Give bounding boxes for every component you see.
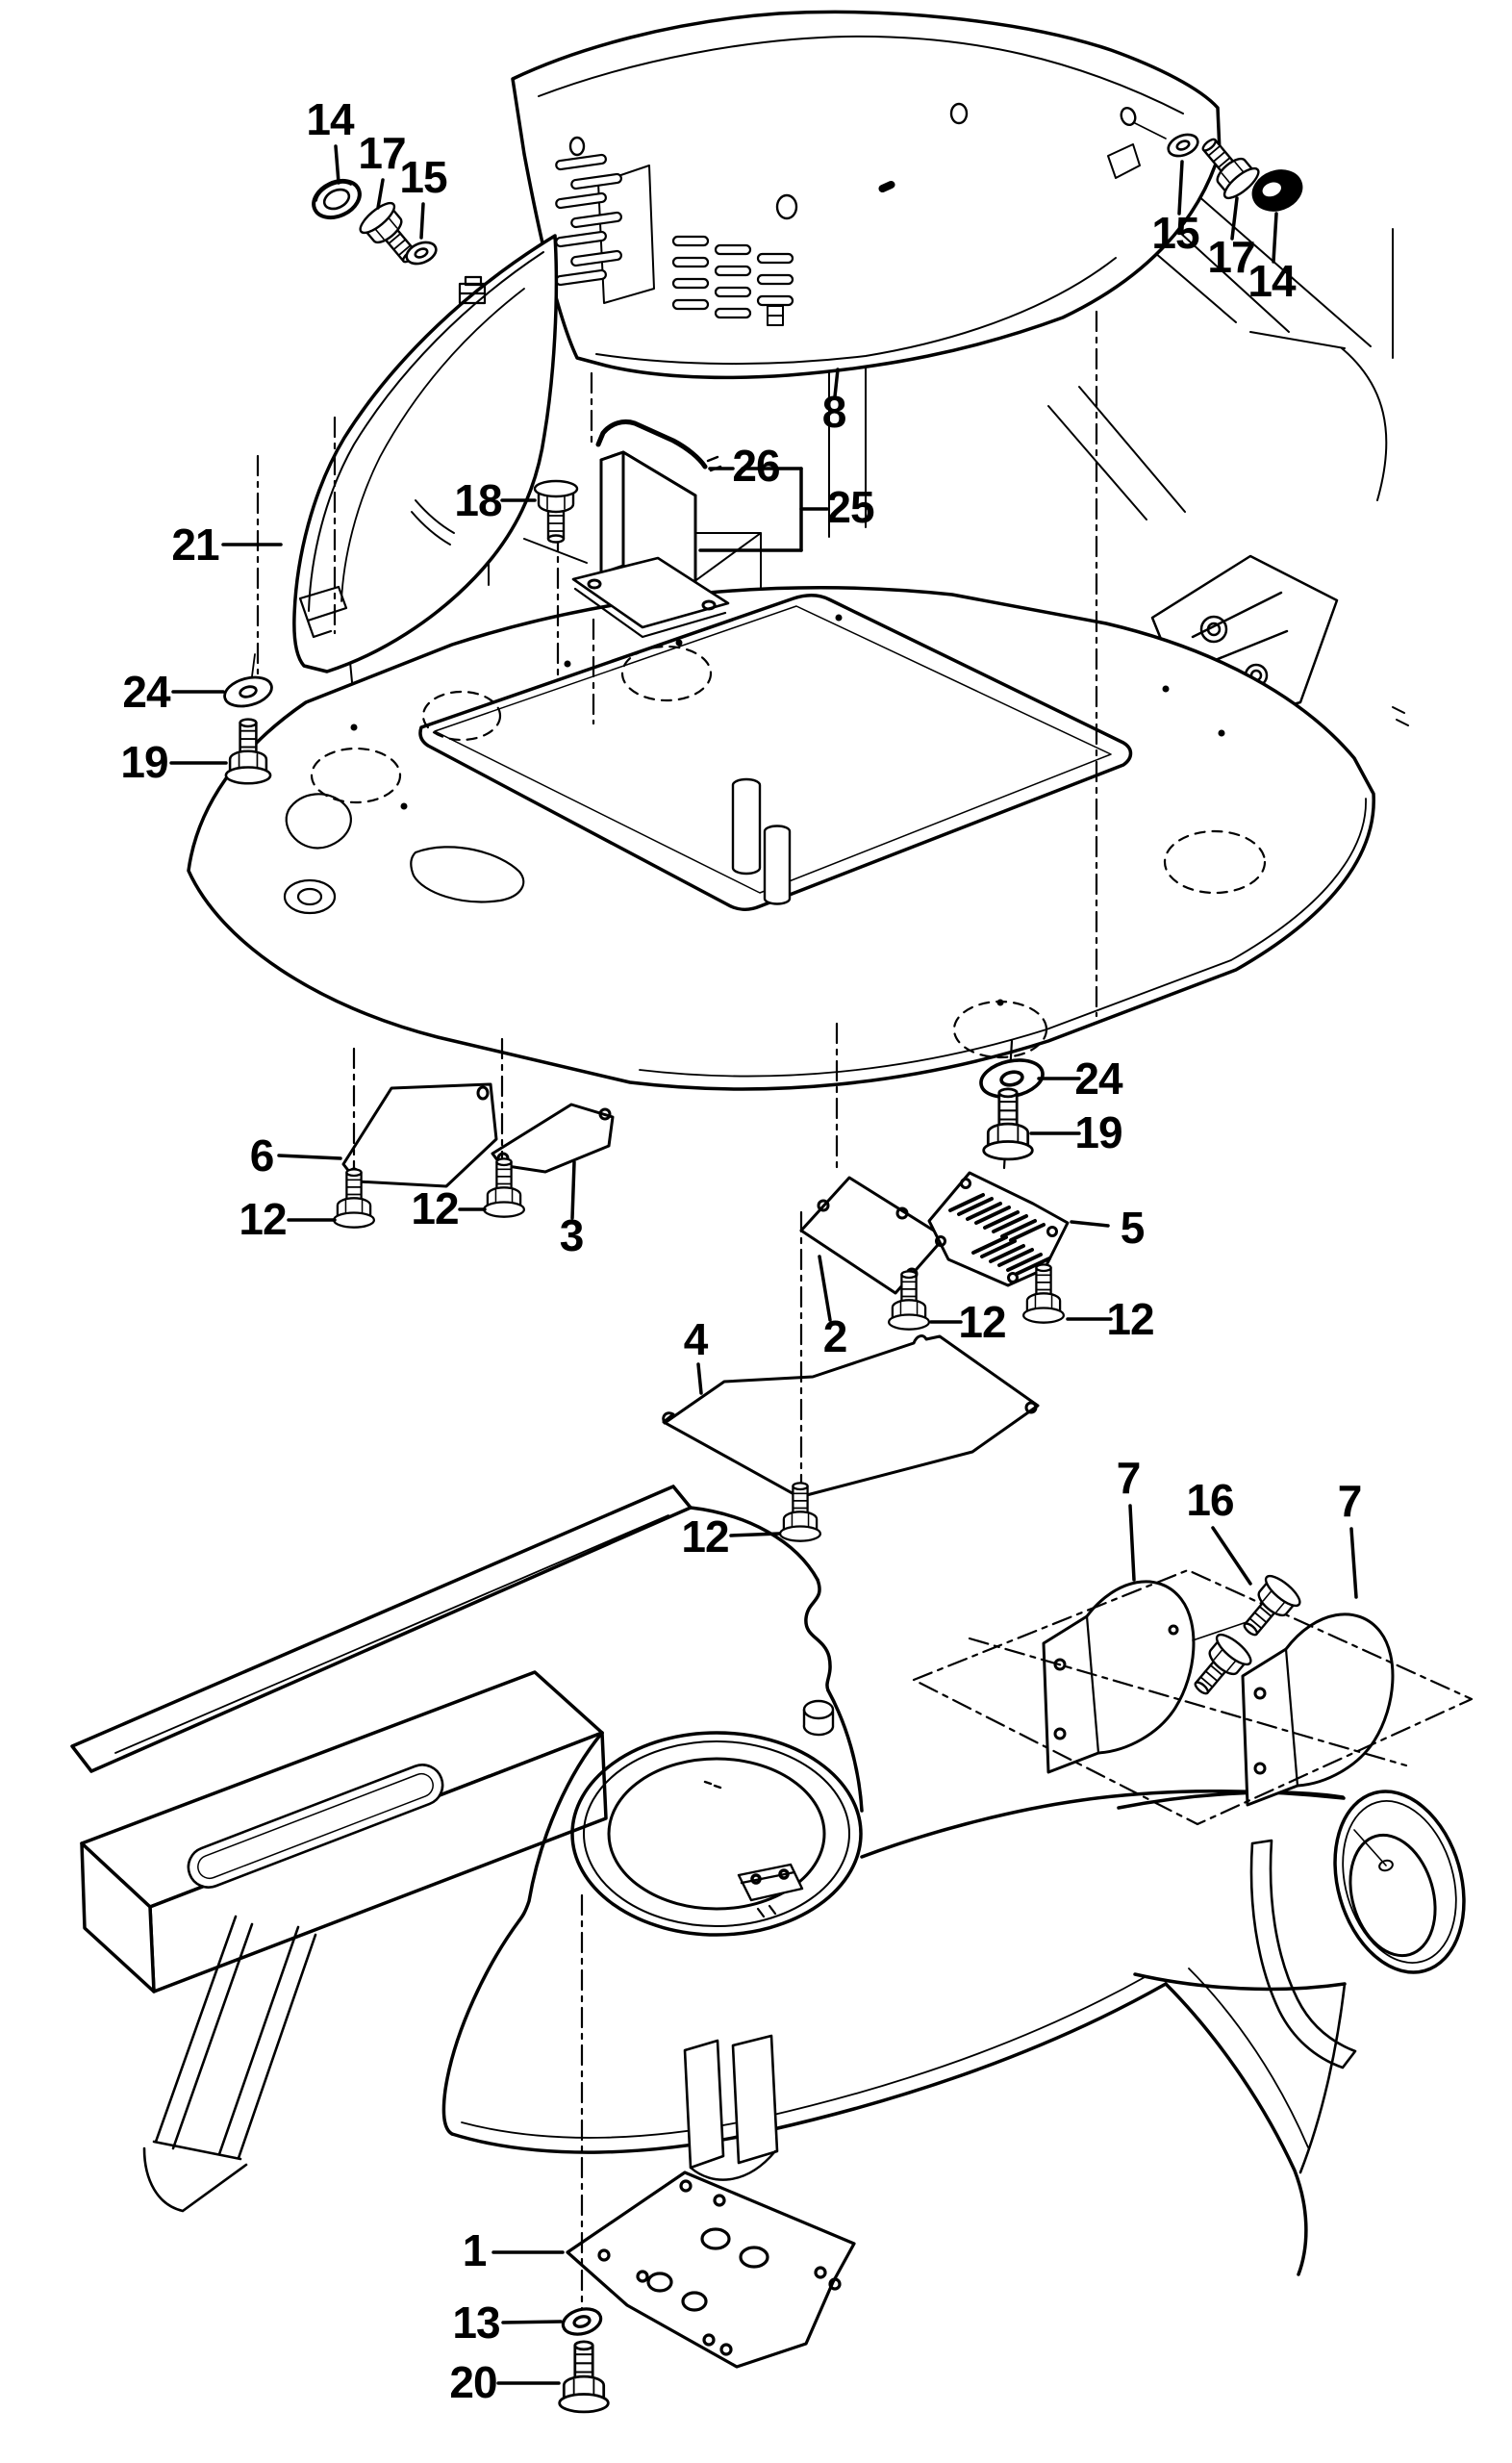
leader-line-3-16 — [570, 1160, 576, 1220]
callout-24-11: 24 — [122, 667, 171, 717]
callout-1-28: 1 — [463, 2225, 487, 2275]
part-7-cover-right — [1241, 1612, 1395, 1807]
leader-line-14-0 — [334, 144, 340, 185]
callout-26-9: 26 — [732, 441, 779, 491]
callout-12-22: 12 — [958, 1297, 1005, 1347]
leader-line-15-2 — [419, 202, 425, 240]
leader-line-8-3 — [833, 368, 840, 398]
leader-line-17-1 — [376, 178, 385, 210]
callout-14-6: 14 — [1247, 256, 1297, 306]
callout-12-14: 12 — [239, 1194, 286, 1244]
callout-15-2: 15 — [399, 152, 447, 202]
swing-frame-deck — [187, 586, 1409, 1091]
callout-6-13: 6 — [250, 1130, 274, 1181]
callout-5-19: 5 — [1121, 1203, 1145, 1253]
leader-line-7-25 — [1128, 1504, 1136, 1582]
leader-line-6-13 — [277, 1154, 342, 1160]
callout-12-15: 12 — [411, 1183, 458, 1233]
leader-line-17-5 — [1230, 196, 1239, 241]
leader-line-13-29 — [501, 2320, 563, 2324]
callout-19-21: 19 — [1074, 1107, 1121, 1157]
callout-13-29: 13 — [452, 2298, 499, 2348]
part-1-bottom-guard-plate — [566, 2171, 856, 2369]
part-5-vented-plate — [927, 1171, 1070, 1287]
part-7-cover-left — [1042, 1580, 1196, 1774]
callout-7-27: 7 — [1338, 1476, 1362, 1526]
callout-3-16: 3 — [560, 1210, 584, 1260]
leader-line-4-17 — [696, 1362, 703, 1395]
callout-16-26: 16 — [1186, 1475, 1233, 1525]
callout-8-3: 8 — [822, 387, 846, 437]
callout-12-24: 12 — [681, 1511, 728, 1562]
callout-18-8: 18 — [454, 475, 502, 525]
vent-slats-left — [555, 153, 622, 287]
callout-17-5: 17 — [1207, 232, 1254, 282]
callout-7-25: 7 — [1117, 1453, 1141, 1503]
callout-20-30: 20 — [449, 2357, 496, 2407]
bolt-axis-line — [1192, 1619, 1253, 1641]
deck-bolt-holes — [350, 614, 1225, 1006]
callout-12-23: 12 — [1106, 1294, 1153, 1344]
leader-line-15-4 — [1177, 160, 1184, 216]
leader-line-12-24 — [729, 1532, 781, 1537]
leader-line-5-19 — [1070, 1220, 1110, 1228]
washer-axis-line — [251, 653, 256, 677]
bolt-circle-dashed — [310, 645, 1267, 1059]
part-8-rear-cover-panel — [511, 10, 1222, 380]
part-25-cover-box — [571, 450, 730, 639]
callout-4-17: 4 — [684, 1314, 709, 1364]
callout-2-18: 2 — [823, 1311, 847, 1361]
part-21-side-cover-panel — [292, 234, 559, 673]
vent-slats-center — [671, 235, 794, 319]
leader-line-2-18 — [818, 1255, 832, 1322]
leader-line-14-6 — [1272, 212, 1278, 264]
callout-21-7: 21 — [171, 520, 219, 570]
leader-line-7-27 — [1349, 1527, 1358, 1599]
track-frame — [70, 1485, 1466, 2276]
callout-19-12: 19 — [120, 737, 167, 787]
callout-24-20: 24 — [1074, 1054, 1123, 1104]
callout-14-0: 14 — [306, 94, 355, 144]
callout-25-10: 25 — [826, 482, 874, 532]
callout-17-1: 17 — [358, 128, 405, 178]
callout-15-4: 15 — [1151, 208, 1199, 258]
leader-line-16-26 — [1211, 1526, 1252, 1586]
